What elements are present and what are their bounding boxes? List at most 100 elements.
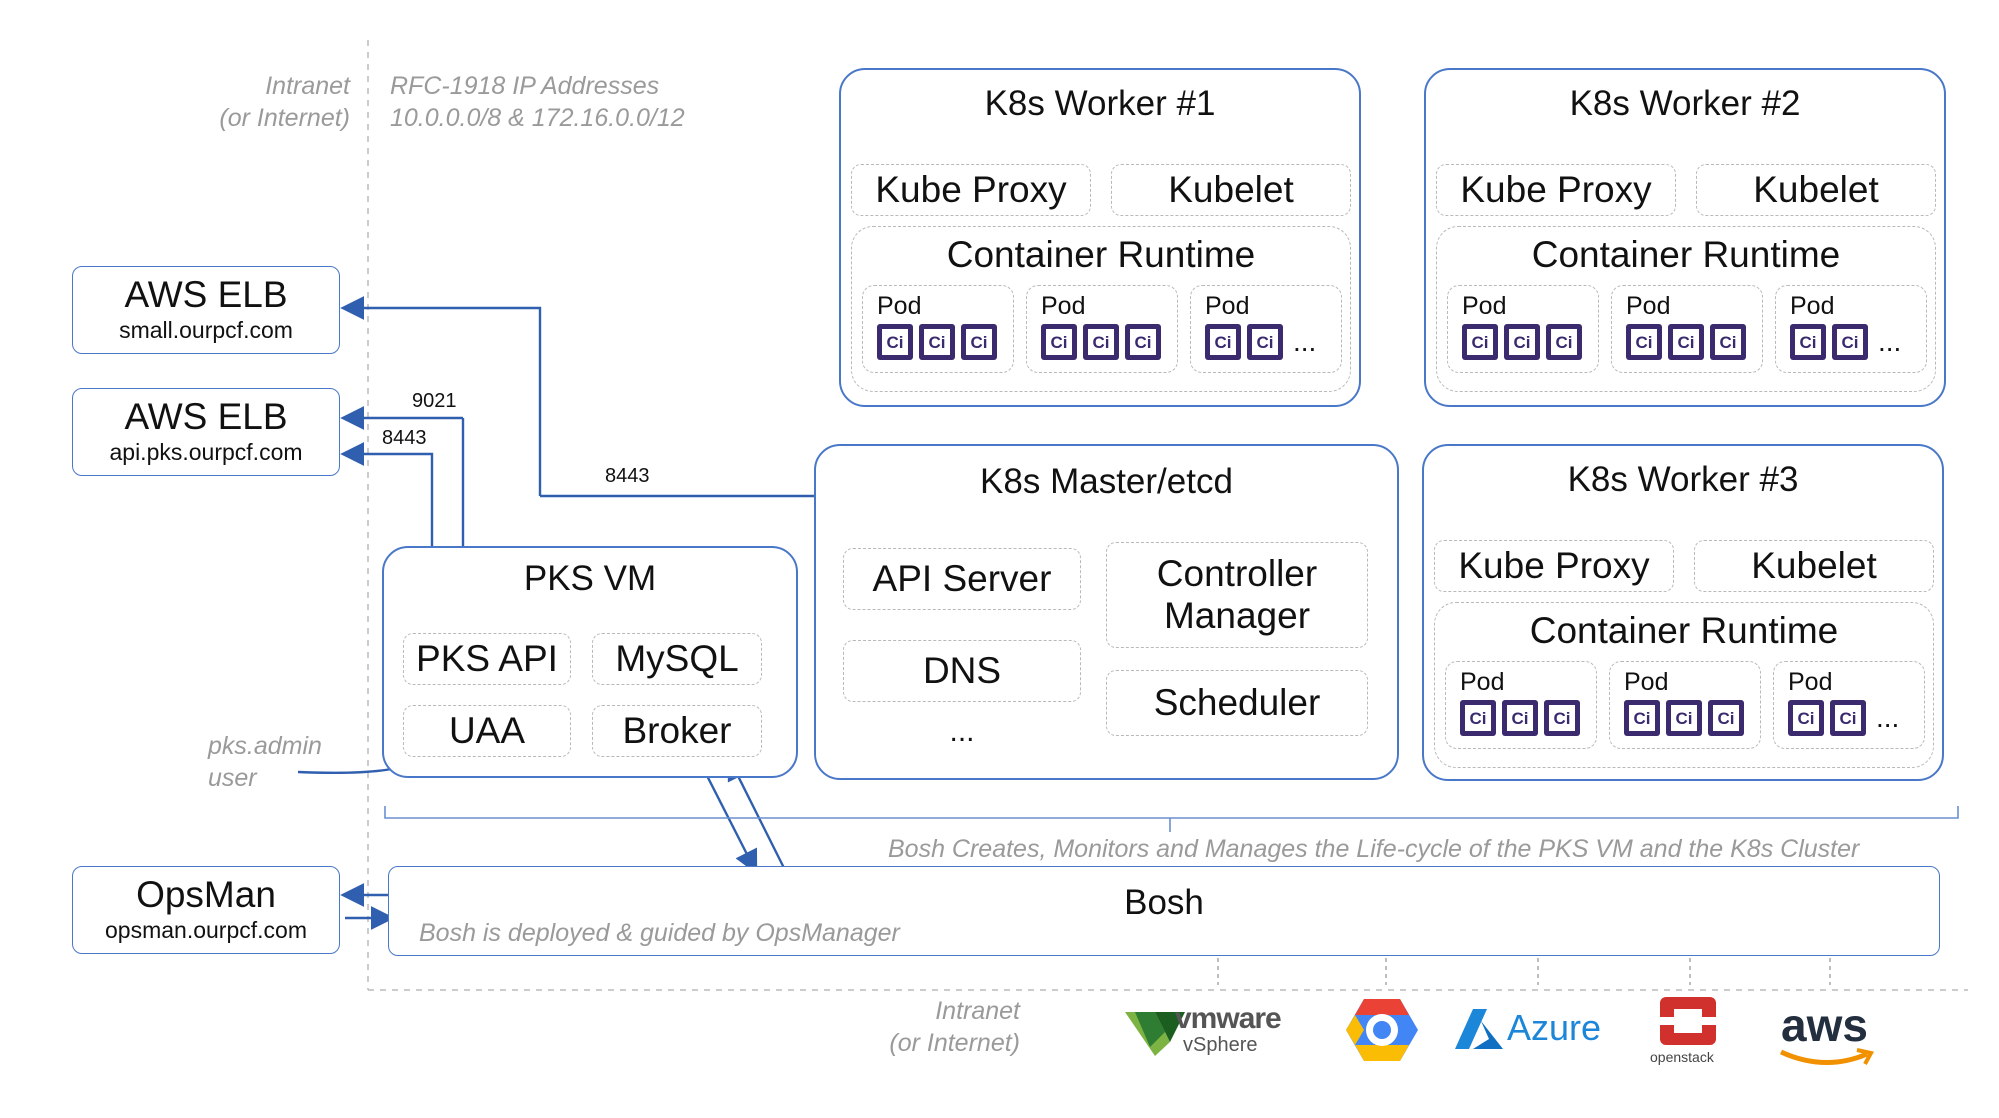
dns-component: DNS <box>843 640 1081 702</box>
external-network-note: Intranet (or Internet) <box>200 70 350 134</box>
container-glyph: Ci <box>1631 329 1657 355</box>
container-glyph: Ci <box>1715 329 1741 355</box>
container-glyph: Ci <box>966 329 992 355</box>
container-glyph: Ci <box>1252 329 1278 355</box>
vmware-text: vmware <box>1175 1002 1282 1035</box>
mysql-component: MySQL <box>592 633 762 685</box>
external-network-line1: Intranet <box>265 72 350 100</box>
pod-label: Pod <box>1460 668 1505 696</box>
user-line2: user <box>208 764 257 792</box>
container-glyph: Ci <box>1795 329 1821 355</box>
container-glyph: Ci <box>1507 705 1533 731</box>
bosh: Bosh Bosh is deployed & guided by OpsMan… <box>388 866 1940 956</box>
container-icon: Ci <box>1624 700 1660 736</box>
container-glyph: Ci <box>924 329 950 355</box>
container-icon: Ci <box>1504 324 1540 360</box>
user-line1: pks.admin <box>208 732 322 760</box>
container-icon: Ci <box>1460 700 1496 736</box>
google-cloud-logo <box>1344 995 1420 1065</box>
uaa-component: UAA <box>403 705 571 757</box>
container-icon: Ci <box>1247 324 1283 360</box>
opsman-host: opsman.ourpcf.com <box>105 917 307 943</box>
api-server-component: API Server <box>843 548 1081 610</box>
kubelet-component: Kubelet <box>1696 164 1936 216</box>
pod-label: Pod <box>1788 668 1833 696</box>
container-icon: Ci <box>1041 324 1077 360</box>
container-icon: Ci <box>1788 700 1824 736</box>
container-glyph: Ci <box>1551 329 1577 355</box>
arrow-bosh-to-broker <box>727 755 787 871</box>
container-glyph: Ci <box>1673 329 1699 355</box>
aws-logo: aws <box>1775 998 1885 1073</box>
container-icon: Ci <box>1083 324 1119 360</box>
openstack-icon <box>1660 997 1716 1045</box>
more-containers-ellipsis: ... <box>1293 326 1317 357</box>
aws-elb-small: AWS ELB small.ourpcf.com <box>72 266 340 354</box>
container-icon: Ci <box>1125 324 1161 360</box>
more-containers-ellipsis: ... <box>1876 702 1900 733</box>
elb-title: AWS ELB <box>124 396 288 437</box>
container-row: Ci Ci Ci <box>1626 324 1752 360</box>
container-icon: Ci <box>1668 324 1704 360</box>
pod-label: Pod <box>1462 292 1507 320</box>
pod-label: Pod <box>1041 292 1086 320</box>
rfc-line1: RFC-1918 IP Addresses <box>390 72 660 100</box>
cloud-ticks <box>1217 958 1831 985</box>
rfc-network-note: RFC-1918 IP Addresses 10.0.0.0/8 & 172.1… <box>390 70 750 134</box>
scheduler-component: Scheduler <box>1106 670 1368 736</box>
kube-proxy-component: Kube Proxy <box>1434 540 1674 592</box>
azure-icon <box>1455 1009 1503 1049</box>
container-glyph: Ci <box>1210 329 1236 355</box>
container-icon: Ci <box>1462 324 1498 360</box>
pod-label: Pod <box>877 292 922 320</box>
container-glyph: Ci <box>1835 705 1861 731</box>
container-glyph: Ci <box>1549 705 1575 731</box>
container-row: Ci Ci Ci <box>1624 700 1750 736</box>
container-row: Ci Ci Ci <box>877 324 1003 360</box>
port-label-9021: 9021 <box>412 390 457 412</box>
azure-logo: Azure <box>1455 1005 1615 1055</box>
pod-label: Pod <box>1624 668 1669 696</box>
vmware-mark-icon <box>1125 1012 1185 1056</box>
container-glyph: Ci <box>1088 329 1114 355</box>
pod-label: Pod <box>1790 292 1835 320</box>
controller-line1: Controller <box>1156 553 1318 594</box>
container-row: Ci Ci Ci <box>1462 324 1588 360</box>
container-icon: Ci <box>1546 324 1582 360</box>
bosh-deploy-note: Bosh is deployed & guided by OpsManager <box>419 919 900 947</box>
container-glyph: Ci <box>1467 329 1493 355</box>
vmware-vsphere-logo: vmware vSphere <box>1125 1000 1310 1060</box>
container-icon: Ci <box>1790 324 1826 360</box>
kube-proxy-component: Kube Proxy <box>1436 164 1676 216</box>
container-icon: Ci <box>919 324 955 360</box>
vsphere-text: vSphere <box>1183 1034 1258 1056</box>
worker-title: K8s Worker #2 <box>1569 84 1801 123</box>
worker-title: K8s Worker #3 <box>1567 460 1799 499</box>
port-label-8443-elb: 8443 <box>382 427 427 449</box>
kubelet-component: Kubelet <box>1694 540 1934 592</box>
container-row: Ci Ci Ci <box>1460 700 1586 736</box>
rfc-line2: 10.0.0.0/8 & 172.16.0.0/12 <box>390 104 685 132</box>
arrow-elb-small-to-api-server <box>340 296 542 496</box>
container-glyph: Ci <box>1671 705 1697 731</box>
bottom-network-line2: (or Internet) <box>889 1029 1020 1057</box>
pod-label: Pod <box>1626 292 1671 320</box>
pks-vm-title: PKS VM <box>523 559 657 598</box>
container-icon: Ci <box>877 324 913 360</box>
elb-host: api.pks.ourpcf.com <box>109 439 303 465</box>
worker-title: K8s Worker #1 <box>984 84 1216 123</box>
container-glyph: Ci <box>1837 329 1863 355</box>
container-icon: Ci <box>1205 324 1241 360</box>
container-icon: Ci <box>1708 700 1744 736</box>
